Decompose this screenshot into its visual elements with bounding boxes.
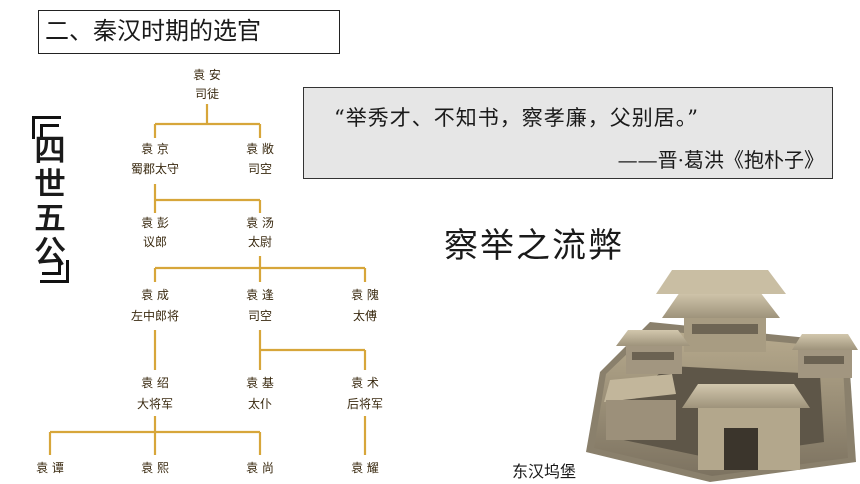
node-title: 左中郎将 — [131, 308, 179, 323]
tree-node-yuan-ji: 袁 基 太仆 — [246, 376, 274, 411]
corner-bracket-open-icon — [32, 116, 61, 140]
tree-node-yuan-feng: 袁 逢 司空 — [246, 288, 274, 323]
node-name: 袁 谭 — [36, 461, 64, 475]
tree-node-yuan-chang: 袁 敞 司空 — [246, 141, 274, 176]
node-name: 袁 安 — [193, 67, 221, 82]
node-title: 太尉 — [248, 234, 272, 249]
tree-node-yuan-tang: 袁 汤 太尉 — [246, 216, 274, 249]
quote-text: “举秀才、不知书，察孝廉，父别居。” — [334, 106, 699, 130]
quote-source: ——晋·葛洪《抱朴子》 — [617, 148, 824, 172]
quote-box: “举秀才、不知书，察孝廉，父别居。” ——晋·葛洪《抱朴子》 — [303, 87, 833, 179]
tree-node-yuan-an: 袁 安 司徒 — [193, 67, 221, 101]
tree-connectors — [48, 104, 367, 455]
tree-node-yuan-cheng: 袁 成 左中郎将 — [131, 288, 179, 323]
tree-node-yuan-xi: 袁 熙 — [141, 461, 169, 475]
tree-node-yuan-yao: 袁 耀 — [351, 461, 379, 475]
tree-node-yuan-shao: 袁 绍 大将军 — [137, 376, 173, 411]
section-title: 二、秦汉时期的选官 — [38, 10, 340, 54]
pottery-fort-model-image — [586, 270, 858, 482]
node-title: 司徒 — [195, 87, 219, 101]
vertical-char: 世 — [34, 167, 66, 203]
tree-node-yuan-shang: 袁 尚 — [246, 461, 274, 475]
tree-node-yuan-shu: 袁 术 后将军 — [347, 376, 383, 411]
node-name: 袁 尚 — [246, 461, 274, 475]
node-name: 袁 彭 — [141, 216, 169, 230]
tree-node-yuan-jing: 袁 京 蜀郡太守 — [131, 142, 179, 176]
vertical-char: 四 — [34, 133, 66, 169]
node-name: 袁 术 — [351, 376, 379, 390]
photo-caption: 东汉坞堡 — [512, 462, 577, 481]
subtitle: 察举之流弊 — [444, 226, 624, 266]
node-title: 蜀郡太守 — [131, 161, 179, 176]
node-title: 大将军 — [137, 397, 173, 411]
node-title: 太仆 — [248, 396, 272, 411]
four-generations-five-dukes-label: 四 世 五 公 — [22, 112, 76, 287]
node-name: 袁 汤 — [246, 216, 274, 230]
node-name: 袁 耀 — [351, 461, 379, 475]
tree-node-yuan-tan: 袁 谭 — [36, 461, 64, 475]
node-title: 后将军 — [347, 397, 383, 411]
node-name: 袁 敞 — [246, 141, 274, 156]
node-name: 袁 隗 — [351, 287, 379, 302]
node-name: 袁 京 — [141, 142, 169, 156]
node-name: 袁 成 — [141, 288, 169, 302]
node-title: 议郎 — [143, 235, 167, 249]
node-title: 司空 — [248, 162, 272, 176]
node-name: 袁 基 — [246, 376, 274, 390]
node-name: 袁 熙 — [141, 461, 169, 475]
tree-node-yuan-wei: 袁 隗 太傅 — [351, 287, 379, 323]
vertical-char: 五 — [34, 201, 66, 237]
node-title: 太傅 — [353, 308, 377, 323]
node-title: 司空 — [248, 309, 272, 323]
corner-bracket-close-icon — [40, 259, 69, 283]
node-name: 袁 逢 — [246, 288, 274, 302]
tree-node-yuan-peng: 袁 彭 议郎 — [141, 216, 169, 249]
node-name: 袁 绍 — [141, 376, 169, 390]
